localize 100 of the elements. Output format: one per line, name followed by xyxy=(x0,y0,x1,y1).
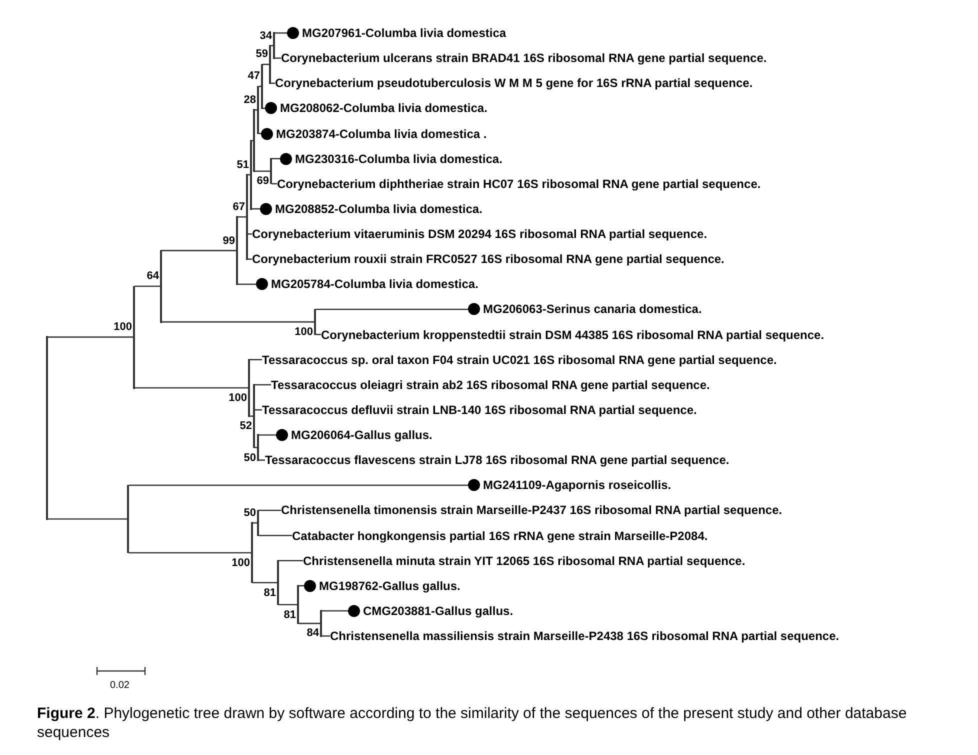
clade-line xyxy=(257,434,259,461)
taxon-label: Corynebacterium ulcerans strain BRAD41 16S ribosomal RNA gene partial sequence. xyxy=(281,50,767,66)
clade-line xyxy=(246,174,248,260)
bootstrap-value: 28 xyxy=(244,94,256,106)
taxon-label: Corynebacterium kroppenstedtii strain DSM 44385 16S ribosomal RNA partial sequence. xyxy=(321,326,824,342)
bootstrap-value: 67 xyxy=(232,200,245,213)
taxon-label: MG208852-Columba livia domestica. xyxy=(275,200,482,217)
clade-line xyxy=(270,158,272,184)
clade-line xyxy=(277,560,279,606)
branch-line xyxy=(258,510,281,512)
clade-line xyxy=(127,484,129,554)
bootstrap-value: 34 xyxy=(260,30,272,42)
taxon-label: Corynebacterium pseudotuberculosis W M M 5 gene for 16S rRNA partial sequence. xyxy=(275,75,753,92)
branch-line xyxy=(278,560,303,562)
taxon-label: Tessaracoccus defluvii strain LNB-140 16S ribosomal RNA partial sequence. xyxy=(262,402,697,418)
figure-caption: Figure 2. Phylogenetic tree drawn by software according to the similarity of the sequences of the present study and other database sequences xyxy=(37,704,908,742)
branch-line xyxy=(248,258,252,260)
taxon-label: MG206063-Serinus canaria domestica. xyxy=(483,301,702,318)
taxon-label: Tessaracoccus sp. oral taxon F04 strain UC021 16S ribosomal RNA gene partial sequence. xyxy=(262,352,777,368)
branch-line xyxy=(162,321,314,323)
taxon-label: MG241109-Agapornis roseicollis. xyxy=(483,477,672,494)
taxon-label: MG207961-Columba livia domestica xyxy=(302,25,506,41)
bootstrap-value: 51 xyxy=(236,158,249,171)
branch-line xyxy=(162,250,236,252)
branch-line xyxy=(252,582,278,584)
branch-line xyxy=(134,286,160,287)
branch-line xyxy=(258,434,276,436)
bootstrap-value: 59 xyxy=(256,48,268,60)
branch-line xyxy=(258,534,292,536)
scale-label: 0.02 xyxy=(110,680,130,692)
branch-line xyxy=(238,284,256,285)
taxon-label: Christensenella minuta strain YIT 12065 16S ribosomal RNA partial sequence. xyxy=(303,552,746,569)
branch-line xyxy=(128,484,468,486)
branch-line xyxy=(128,552,252,554)
bootstrap-value: 100 xyxy=(228,392,247,404)
branch-line xyxy=(250,358,262,360)
branch-line xyxy=(258,86,262,88)
branch-line xyxy=(254,170,270,172)
branch-line xyxy=(134,387,248,389)
clade-line xyxy=(269,44,271,84)
clade-line xyxy=(160,250,162,323)
bootstrap-value: 100 xyxy=(232,556,250,569)
branch-line xyxy=(262,108,265,110)
branch-line xyxy=(272,183,277,184)
taxon-label: Christensenella timonensis strain Marseille-P2437 16S ribosomal RNA partial sequence. xyxy=(281,502,782,518)
taxon-label: Corynebacterium rouxii strain FRC0527 16S ribosomal RNA gene partial sequence. xyxy=(252,251,724,268)
branch-line xyxy=(250,416,254,417)
taxon-label: Corynebacterium diphtheriae strain HC07 16S ribosomal RNA gene partial sequence. xyxy=(277,176,761,192)
branch-line xyxy=(298,585,304,586)
branch-line xyxy=(48,336,134,338)
branch-line xyxy=(272,158,280,160)
clade-line xyxy=(257,86,259,134)
clade-line xyxy=(133,286,135,389)
bootstrap-value: 47 xyxy=(248,70,260,82)
branch-line xyxy=(252,140,254,142)
bootstrap-value: 50 xyxy=(244,506,256,519)
taxon-label: MG206064-Gallus gallus. xyxy=(291,427,432,443)
branch-line xyxy=(322,610,348,612)
branch-line xyxy=(298,622,320,624)
bootstrap-value: 69 xyxy=(256,175,269,188)
bootstrap-value: 100 xyxy=(294,326,313,338)
taxon-label: Tessaracoccus oleiagri strain ab2 16S ribosomal RNA gene partial sequence. xyxy=(271,376,710,393)
taxon-label: Tessaracoccus flavescens strain LJ78 16S ribosomal RNA gene partial sequence. xyxy=(265,452,730,468)
bootstrap-value: 64 xyxy=(146,270,159,282)
clade-line xyxy=(320,610,322,637)
taxon-label: MG203874-Columba livia domestica . xyxy=(276,126,487,142)
branch-line xyxy=(254,409,262,411)
bootstrap-value: 50 xyxy=(244,452,256,464)
bootstrap-value: 100 xyxy=(114,321,132,334)
branch-line xyxy=(270,82,275,84)
taxon-label: CMG203881-Gallus gallus. xyxy=(363,602,514,619)
taxon-label: MG205784-Columba livia domestica. xyxy=(271,276,478,292)
branch-line xyxy=(252,208,260,210)
branch-line xyxy=(258,459,265,461)
taxon-label: MG198762-Gallus gallus. xyxy=(319,578,460,594)
clade-line xyxy=(314,308,316,336)
branch-line xyxy=(278,604,298,606)
branch-line xyxy=(274,57,281,59)
bootstrap-value: 81 xyxy=(284,608,296,621)
clade-line xyxy=(253,384,255,448)
clade-line xyxy=(251,522,253,584)
bootstrap-value: 52 xyxy=(240,420,252,432)
bootstrap-value: 84 xyxy=(306,627,319,640)
taxon-label: Corynebacterium vitaeruminis DSM 20294 16S ribosomal RNA partial sequence. xyxy=(252,226,708,242)
taxon-label: MG208062-Columba livia domestica. xyxy=(280,100,488,116)
branch-line xyxy=(274,32,287,34)
clade-line xyxy=(253,109,255,172)
clade-line xyxy=(46,336,48,520)
branch-line xyxy=(316,308,468,310)
clade-line xyxy=(273,32,275,59)
clade-line xyxy=(248,358,250,417)
clade-line xyxy=(297,585,299,624)
branch-line xyxy=(48,518,128,520)
clade-line xyxy=(261,64,263,110)
bootstrap-value: 99 xyxy=(222,234,235,247)
taxon-label: MG230316-Columba livia domestica. xyxy=(295,150,502,167)
clade-line xyxy=(236,216,238,285)
taxon-label: Christensenella massiliensis strain Marseille-P2438 16S ribosomal RNA partial sequence. xyxy=(330,628,840,644)
clade-line xyxy=(257,510,259,536)
taxon-label: Catabacter hongkongensis partial 16S rRNA gene strain Marseille-P2084. xyxy=(292,528,708,544)
